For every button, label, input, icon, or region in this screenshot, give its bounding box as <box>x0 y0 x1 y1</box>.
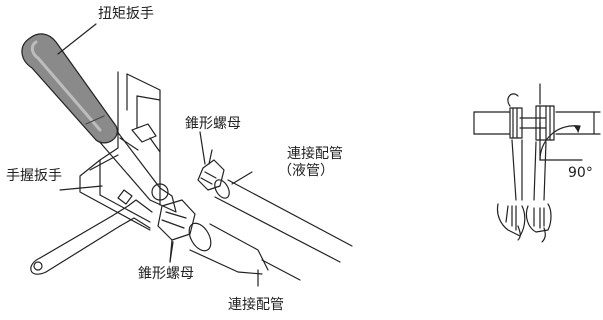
torque-wrench-handle <box>21 33 118 144</box>
flare-nut-upper <box>197 149 225 191</box>
label-torque-wrench: 扭矩扳手 <box>98 6 154 22</box>
torque-wrench <box>97 123 177 213</box>
connecting-pipe-lower <box>188 222 301 281</box>
label-flare-nut-bottom: 錐形螺母 <box>138 266 194 282</box>
right-hands <box>496 203 552 243</box>
label-connecting-pipe: 連接配管 <box>228 297 284 313</box>
right-pipes <box>473 111 601 135</box>
label-flare-nut-top: 錐形螺母 <box>185 116 241 132</box>
label-connecting-pipe-liquid: 連接配管 <box>287 146 343 162</box>
label-hand-wrench: 手握扳手 <box>6 168 62 184</box>
leader-lines <box>57 23 259 287</box>
right-flare-nuts <box>509 105 555 141</box>
label-liquid-pipe-note: （液管） <box>278 163 334 179</box>
angle-indicator <box>539 121 583 161</box>
liquid-pipe <box>214 179 353 263</box>
right-wrenches <box>507 83 547 201</box>
left-illustration <box>21 23 353 287</box>
hand-wrench <box>30 189 153 275</box>
label-angle: 90° <box>568 165 593 181</box>
right-illustration <box>473 83 601 243</box>
